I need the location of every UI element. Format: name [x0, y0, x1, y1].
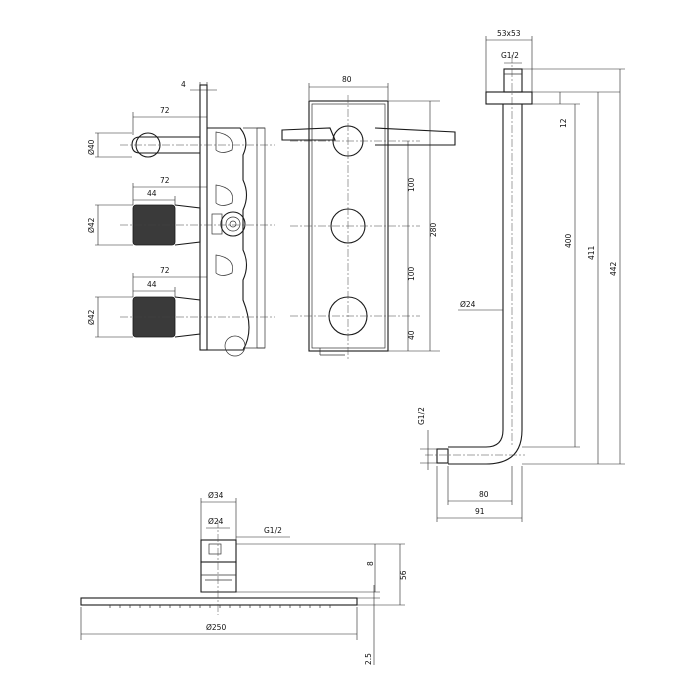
- arm-thread-top: [503, 68, 523, 93]
- dim-handle2-diameter: Ø42: [87, 309, 96, 325]
- dim-total-projection: 91: [475, 507, 485, 516]
- dim-thread-top: G1/2: [501, 51, 519, 60]
- diverter-cartridge: [220, 211, 246, 237]
- dim-connector-inner: Ø24: [208, 517, 224, 526]
- dim-arm-height: 400: [564, 233, 573, 248]
- dim-spacing-top: 100: [407, 177, 416, 192]
- dim-head-thickness: 2.5: [364, 653, 373, 665]
- head-connector-body: [200, 561, 237, 593]
- dim-total-height-1: 411: [587, 245, 596, 260]
- shower-head-view: Ø34 Ø24 G1/2 8 56 Ø250 2.5: [80, 491, 408, 665]
- dim-spout-length: 72: [160, 106, 170, 115]
- dim-handle1-diameter: Ø42: [87, 217, 96, 233]
- dim-spout-diameter: Ø40: [87, 139, 96, 155]
- dim-connector-depth: 8: [366, 561, 375, 566]
- arm-wall-flange: [485, 91, 533, 105]
- mixer-front-view: 80 100 100 40 280: [281, 75, 456, 360]
- arm-pipe: [448, 104, 523, 465]
- mixer-side-view: 4 72 Ø40 72 44 Ø42 72 44 Ø42: [87, 80, 275, 357]
- dim-total-height: 56: [399, 570, 408, 580]
- dim-handle2-knurl: 44: [147, 280, 157, 289]
- head-plate: [80, 597, 358, 606]
- dim-thread: G1/2: [264, 526, 282, 535]
- dim-total-height-2: 442: [609, 261, 618, 276]
- dim-head-diameter: Ø250: [206, 623, 226, 632]
- shower-arm-view: 53x53 G1/2 12 400 411 442 Ø24 G1/2 80 91: [417, 29, 625, 522]
- dim-handle1-length: 72: [160, 176, 170, 185]
- dim-arm-projection: 80: [479, 490, 489, 499]
- dim-flange-size: 53x53: [497, 29, 521, 38]
- dim-flange-thickness: 4: [181, 80, 186, 89]
- dim-plate-width: 80: [342, 75, 352, 84]
- dim-spacing-mid: 100: [407, 266, 416, 281]
- dim-connector-outer: Ø34: [208, 491, 224, 500]
- head-nozzles: [109, 605, 331, 608]
- dim-bottom-offset: 40: [407, 330, 416, 340]
- dim-handle1-knurl: 44: [147, 189, 157, 198]
- dim-pipe-diameter: Ø24: [460, 300, 476, 309]
- wall-plate-side: [199, 84, 208, 351]
- head-connector-top: [200, 539, 237, 563]
- dim-plate-height: 280: [429, 222, 438, 237]
- arm-thread-bottom: [436, 448, 449, 464]
- valve-body-side: [207, 127, 250, 351]
- dim-thread-bottom: G1/2: [417, 407, 426, 425]
- dim-flange-depth: 12: [559, 118, 568, 128]
- dim-handle2-length: 72: [160, 266, 170, 275]
